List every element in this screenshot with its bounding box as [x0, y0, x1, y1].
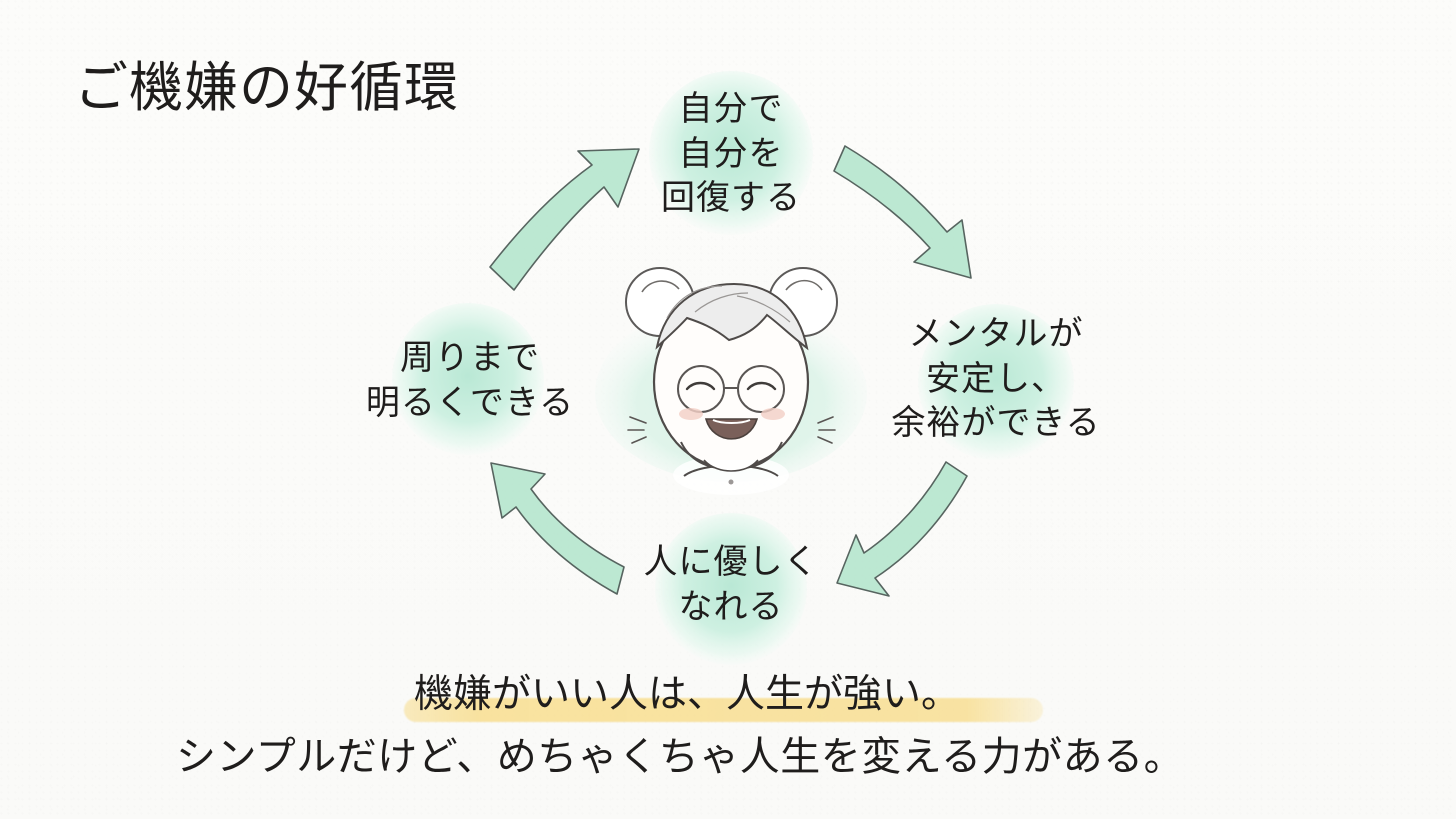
left-node-blob	[392, 303, 544, 455]
main-summary-text: 機嫌がいい人は、人生が強い。	[414, 672, 961, 717]
main-summary: 機嫌がいい人は、人生が強い。	[404, 671, 1064, 731]
top-node-blob	[649, 71, 813, 235]
smiling-girl-illustration	[595, 267, 867, 495]
bottom-node-blob	[655, 513, 807, 665]
sub-summary: シンプルだけど、めちゃくちゃ人生を変える力がある。	[176, 734, 1185, 780]
arrow-right-to-bottom	[836, 461, 968, 597]
right-node-text: メンタルが 安定し、 余裕ができる	[891, 314, 1101, 444]
bottom-node-text: 人に優しく なれる	[643, 542, 819, 627]
summary-highlight	[404, 698, 1043, 722]
arrow-top-to-right	[833, 145, 972, 279]
right-node-blob	[918, 304, 1074, 460]
left-node-text: 周りまで 明るくできる	[365, 338, 575, 423]
page-title: ご機嫌の好循環	[74, 56, 459, 119]
arrow-bottom-to-left	[490, 462, 625, 595]
top-node-text: 自分で 自分を 回復する	[661, 89, 801, 219]
arrow-left-to-top	[489, 148, 640, 291]
